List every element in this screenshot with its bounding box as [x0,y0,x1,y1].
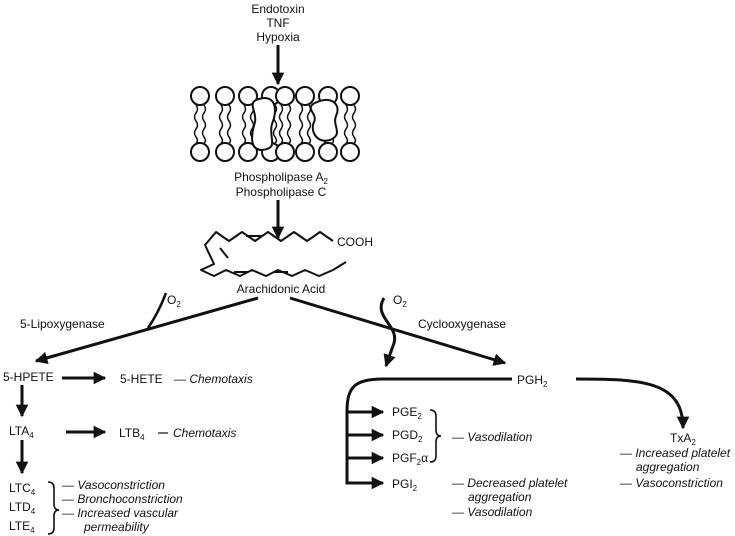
lipid-head-icon [340,142,360,162]
membrane-protein-icon [251,97,276,152]
ltb4-label: LTB4 [119,426,145,442]
lipid-head-icon [190,142,210,162]
txa2-label: TxA2 [670,431,696,447]
hpete-label: 5-HPETE [3,370,54,384]
pgh2-to-pgf2a-arrow [345,435,385,465]
arachidonic-acid-label: Arachidonic Acid [236,282,326,296]
pge2-label: PGE2 [392,405,422,421]
pgh2-to-pgi2-arrow [345,458,385,490]
lipid-tail-icon [298,104,304,144]
oxygen-label-cox: O2 [393,293,407,309]
pgd2-label: PGD2 [392,428,423,444]
pgh2-to-pge2-arrow [345,377,512,419]
pgi2-effect-vasodilation: — Vasodilation [452,505,533,519]
pgh2-label: PGH2 [517,373,548,389]
stimulus-hypoxia: Hypoxia [256,30,300,44]
lipid-tail-icon [306,104,312,144]
oxygen-hook-lox-icon [146,292,168,329]
stimulus-tnf: TNF [266,16,290,30]
lipid-head-icon [238,142,258,162]
pg-effect-vasodilation: — Vasodilation [452,430,533,444]
lipid-tail-icon [241,104,247,144]
lipid-tail-icon [351,104,357,144]
stimulus-endotoxin: Endotoxin [251,2,305,16]
aa-to-pgh2-arrow [289,296,507,366]
lt-effect-vasoconstriction: — Vasoconstriction [62,478,165,492]
ltd4-label: LTD4 [9,500,36,516]
lipid-tail-icon [278,104,284,144]
hete-label: 5-HETE [120,372,163,386]
lipid-tail-icon [193,104,199,144]
ltb4-effect-chemotaxis: Chemotaxis [173,426,237,440]
lipid-tail-icon [218,104,224,144]
ltb4-effect-dash [158,432,168,434]
pgi2-effect-decreased-aggregation: — Decreased platelet [452,476,568,490]
pgi2-label: PGI2 [392,477,418,493]
lipid-head-icon [215,86,235,106]
stimuli-list: Endotoxin TNF Hypoxia [236,2,320,44]
lipid-head-icon [295,142,315,162]
oxygen-hook-cox-icon [379,297,397,368]
lipid-head-icon [275,142,295,162]
lipid-head-icon [238,86,258,106]
phospholipase-a2-label: Phospholipase A2 [234,170,328,186]
lipid-head-icon [318,142,338,162]
pgi2-effect-aggregation-cont: aggregation [468,490,532,504]
lta4-label: LTA4 [9,424,34,440]
phospholipase-c-label: Phospholipase C [235,185,327,199]
lipid-tail-icon [226,104,232,144]
oxygen-label-lox: O2 [167,293,181,309]
cyclooxygenase-label: Cyclooxygenase [418,317,507,331]
lipid-head-icon [215,142,235,162]
lipid-tail-icon [286,104,292,144]
txa2-effect-increased-aggregation: — Increased platelet [620,446,731,460]
lt-effect-permeability-cont: permeability [84,520,149,534]
lipid-tail-icon [343,104,349,144]
aa-to-hpete-arrow [34,296,259,364]
lipid-head-icon [295,86,315,106]
lte4-label: LTE4 [9,519,35,535]
pgh2-to-txa2-arrow [575,377,690,430]
txa2-effect-vasoconstriction: — Vasoconstriction [620,476,723,490]
lipid-head-icon [190,86,210,106]
txa2-effect-aggregation-cont: aggregation [636,460,700,474]
pgf2a-label: PGF2α [392,451,429,467]
arachidonic-acid-structure-icon [200,231,347,277]
lipoxygenase-label: 5-Lipoxygenase [20,317,105,331]
leukotriene-brace [47,481,60,535]
lipid-head-icon [275,86,295,106]
hete-effect-chemotaxis: — Chemotaxis [174,372,253,386]
membrane-protein-icon [309,98,339,142]
pgh2-to-pgd2-arrow [345,412,385,442]
lipid-tail-icon [201,104,207,144]
ltc4-label: LTC4 [9,481,36,497]
lt-effect-vascular-permeability: — Increased vascular [62,506,179,520]
phospholipid-membrane-icon [190,86,360,162]
lt-effect-bronchoconstriction: — Bronchoconstriction [62,492,183,506]
lipid-head-icon [340,86,360,106]
cooh-group-label: COOH [337,235,373,249]
prostaglandin-brace [429,409,442,463]
